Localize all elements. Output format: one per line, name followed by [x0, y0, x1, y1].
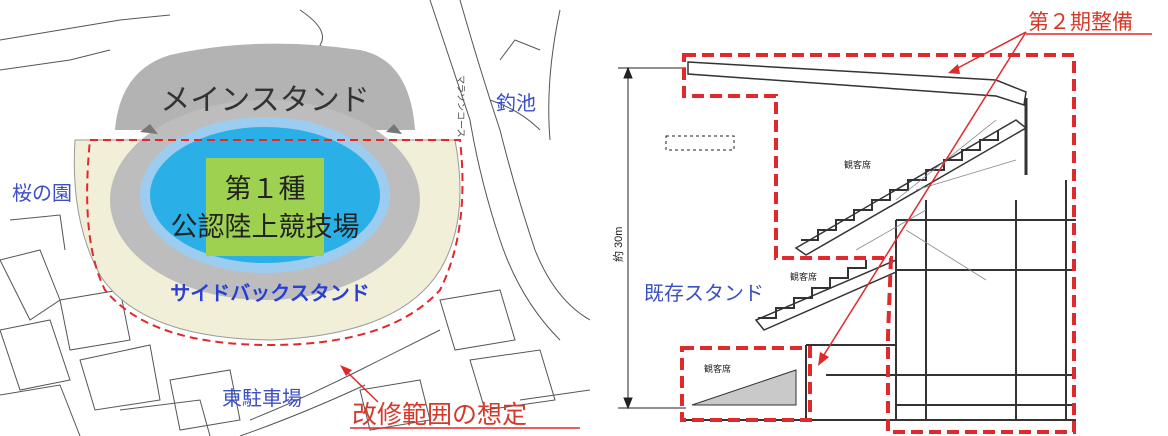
lower-stand: [691, 369, 797, 406]
main-stand-area: [115, 43, 415, 130]
side-back-stand-label: サイドバックスタンド: [170, 282, 369, 305]
structure-frame: [686, 180, 1076, 421]
lower-boundary: [680, 346, 812, 422]
phase2-label: 第２期整備: [1028, 11, 1133, 34]
map-background: [0, 0, 590, 436]
section-drawing: 約 30m 第２期整: [596, 0, 1168, 436]
seats-mid-label: 観客席: [790, 271, 817, 282]
site-plan-drawing: メインスタンド 第１種 公認陸上競技場 サイドバックスタンド 桜の園 釣池 東駐…: [0, 0, 590, 436]
height-label: 約 30m: [611, 227, 625, 262]
east-parking-label: 東駐車場: [222, 387, 302, 410]
renovation-scope-label: 改修範囲の想定: [352, 401, 527, 429]
existing-stand-label: 既存スタンド: [644, 282, 764, 305]
scope-arrow: [344, 369, 379, 403]
section-svg: 約 30m 第２期整: [611, 11, 1152, 434]
phase2-arrow-1: [953, 31, 1027, 71]
marker-right: [386, 124, 402, 134]
phase2-arrowhead-2: [818, 352, 829, 366]
fishing-pond-label: 釣池: [496, 92, 536, 115]
field-label-line1: 第１種: [225, 174, 306, 204]
site-plan: メインスタンド 第１種 公認陸上競技場 サイドバックスタンド 桜の園 釣池 東駐…: [0, 0, 590, 436]
height-dimension: [618, 66, 686, 410]
field-label-line2: 公認陸上競技場: [171, 212, 360, 242]
roof: [687, 61, 1027, 106]
middle-stand: [754, 258, 897, 331]
seats-lower-label: 観客席: [704, 363, 731, 374]
renovation-boundary: [86, 139, 464, 347]
sakura-garden-label: 桜の園: [12, 182, 72, 205]
road-label: マラソンコース: [456, 75, 466, 138]
phase2-boundary: [682, 53, 1076, 434]
seats-upper-label: 観客席: [844, 159, 871, 170]
field: [206, 158, 324, 256]
marker-left: [140, 124, 158, 134]
scope-arrowhead: [340, 365, 352, 376]
main-stand-label: メインスタンド: [160, 84, 369, 117]
phase2-arrowhead-1: [948, 64, 960, 74]
phase2-arrow-2: [821, 31, 1027, 359]
dotted-box: [665, 135, 735, 151]
